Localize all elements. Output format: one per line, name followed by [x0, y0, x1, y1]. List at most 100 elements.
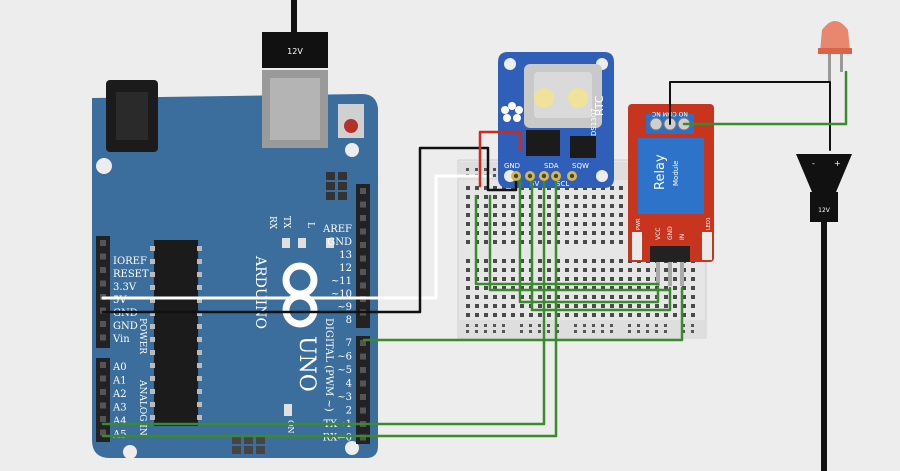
- header-pin[interactable]: [100, 280, 106, 287]
- breadboard-hole: [673, 304, 677, 308]
- breadboard-hole: [466, 295, 470, 299]
- header-pin[interactable]: [100, 307, 106, 314]
- breadboard-hole: [574, 231, 578, 235]
- breadboard-hole: [592, 295, 596, 299]
- header-pin[interactable]: [100, 240, 106, 246]
- breadboard-rail-hole: [538, 330, 541, 333]
- header-pin[interactable]: [360, 242, 366, 248]
- analog-pin-label: A3: [112, 403, 127, 414]
- breadboard-hole: [673, 313, 677, 317]
- icsp-header: [232, 436, 265, 454]
- breadboard-hole: [619, 204, 623, 208]
- breadboard-hole: [565, 213, 569, 217]
- breadboard-hole: [574, 268, 578, 272]
- chip-leg: [197, 324, 202, 329]
- rx-led-label: RX: [267, 216, 277, 230]
- header-pin[interactable]: [360, 380, 366, 387]
- breadboard-hole: [538, 204, 542, 208]
- uno-model-label: UNO: [294, 336, 319, 392]
- power-header: [96, 236, 110, 348]
- header-pin[interactable]: [100, 429, 106, 436]
- tx-led-label: TX: [281, 216, 291, 229]
- breadboard-rail-hole: [610, 330, 613, 333]
- wire-com: [669, 81, 831, 151]
- breadboard-hole: [682, 304, 686, 308]
- breadboard-rail-hole: [484, 324, 487, 327]
- breadboard-hole: [619, 304, 623, 308]
- header-pin[interactable]: [360, 340, 366, 346]
- breadboard-hole: [583, 286, 587, 290]
- header-pin[interactable]: [100, 334, 106, 341]
- rtc-pin-label: SDA: [544, 162, 559, 170]
- header-pin[interactable]: [360, 282, 366, 289]
- breadboard-hole: [475, 295, 479, 299]
- header-pin[interactable]: [100, 362, 106, 368]
- breadboard-hole: [484, 231, 488, 235]
- breadboard-hole: [583, 295, 587, 299]
- header-pin[interactable]: [360, 188, 366, 194]
- breadboard-hole: [610, 286, 614, 290]
- breadboard-hole: [664, 268, 668, 272]
- breadboard-hole: [520, 304, 524, 308]
- header-pin[interactable]: [360, 407, 366, 414]
- header-pin[interactable]: [100, 267, 106, 273]
- digital-pin-label: AREF: [322, 224, 352, 235]
- chip-leg: [150, 246, 155, 251]
- wire-red: [478, 130, 522, 188]
- header-pin[interactable]: [360, 201, 366, 208]
- relay-pwr-label: PWR: [636, 218, 642, 230]
- breadboard-hole: [556, 277, 560, 281]
- breadboard-hole: [628, 277, 632, 281]
- atmega-chip: [154, 240, 198, 426]
- breadboard-hole: [466, 268, 470, 272]
- breadboard-hole: [502, 222, 506, 226]
- header-pin[interactable]: [360, 434, 366, 441]
- header-pin[interactable]: [100, 402, 106, 409]
- digital-pin-label: GND: [327, 237, 352, 248]
- breadboard-hole: [520, 277, 524, 281]
- power-pin-label: RESET: [113, 269, 149, 280]
- mount-hole: [123, 445, 137, 459]
- breadboard-rail-hole: [556, 330, 559, 333]
- header-pin[interactable]: [100, 253, 106, 260]
- breadboard-hole: [610, 268, 614, 272]
- breadboard-hole: [466, 213, 470, 217]
- header-pin[interactable]: [100, 389, 106, 395]
- breadboard-hole: [610, 313, 614, 317]
- rtc-pin-label: 5V: [530, 180, 539, 188]
- wire-scl: [101, 174, 558, 438]
- header-pin[interactable]: [360, 394, 366, 400]
- digital-pin-label: 8: [346, 315, 352, 326]
- breadboard-rail-hole: [493, 168, 496, 171]
- breadboard-hole: [691, 295, 695, 299]
- ds1307-chip: [526, 130, 560, 156]
- header-pin[interactable]: [360, 215, 366, 221]
- breadboard-hole: [466, 204, 470, 208]
- breadboard-hole: [547, 304, 551, 308]
- mount-hole: [96, 158, 112, 174]
- breadboard-hole: [619, 231, 623, 235]
- header-pin[interactable]: [360, 367, 366, 373]
- chip-leg: [150, 415, 155, 420]
- header-pin[interactable]: [100, 321, 106, 327]
- breadboard-hole: [484, 204, 488, 208]
- header-pin[interactable]: [360, 269, 366, 275]
- breadboard-hole: [493, 240, 497, 244]
- breadboard-hole: [466, 286, 470, 290]
- breadboard-hole: [502, 277, 506, 281]
- power-pin-label: GND: [113, 308, 138, 319]
- chip-leg: [197, 246, 202, 251]
- header-pin[interactable]: [360, 228, 366, 235]
- digital-pin-label: 13: [339, 250, 352, 261]
- chip-leg: [150, 298, 155, 303]
- header-pin[interactable]: [100, 416, 106, 422]
- header-pin[interactable]: [360, 353, 366, 360]
- breadboard-hole: [502, 213, 506, 217]
- breadboard-hole: [601, 286, 605, 290]
- header-pin[interactable]: [100, 375, 106, 382]
- header-pin[interactable]: [360, 255, 366, 262]
- breadboard-hole: [493, 268, 497, 272]
- on-led-label: ON: [286, 420, 295, 434]
- breadboard-hole: [466, 313, 470, 317]
